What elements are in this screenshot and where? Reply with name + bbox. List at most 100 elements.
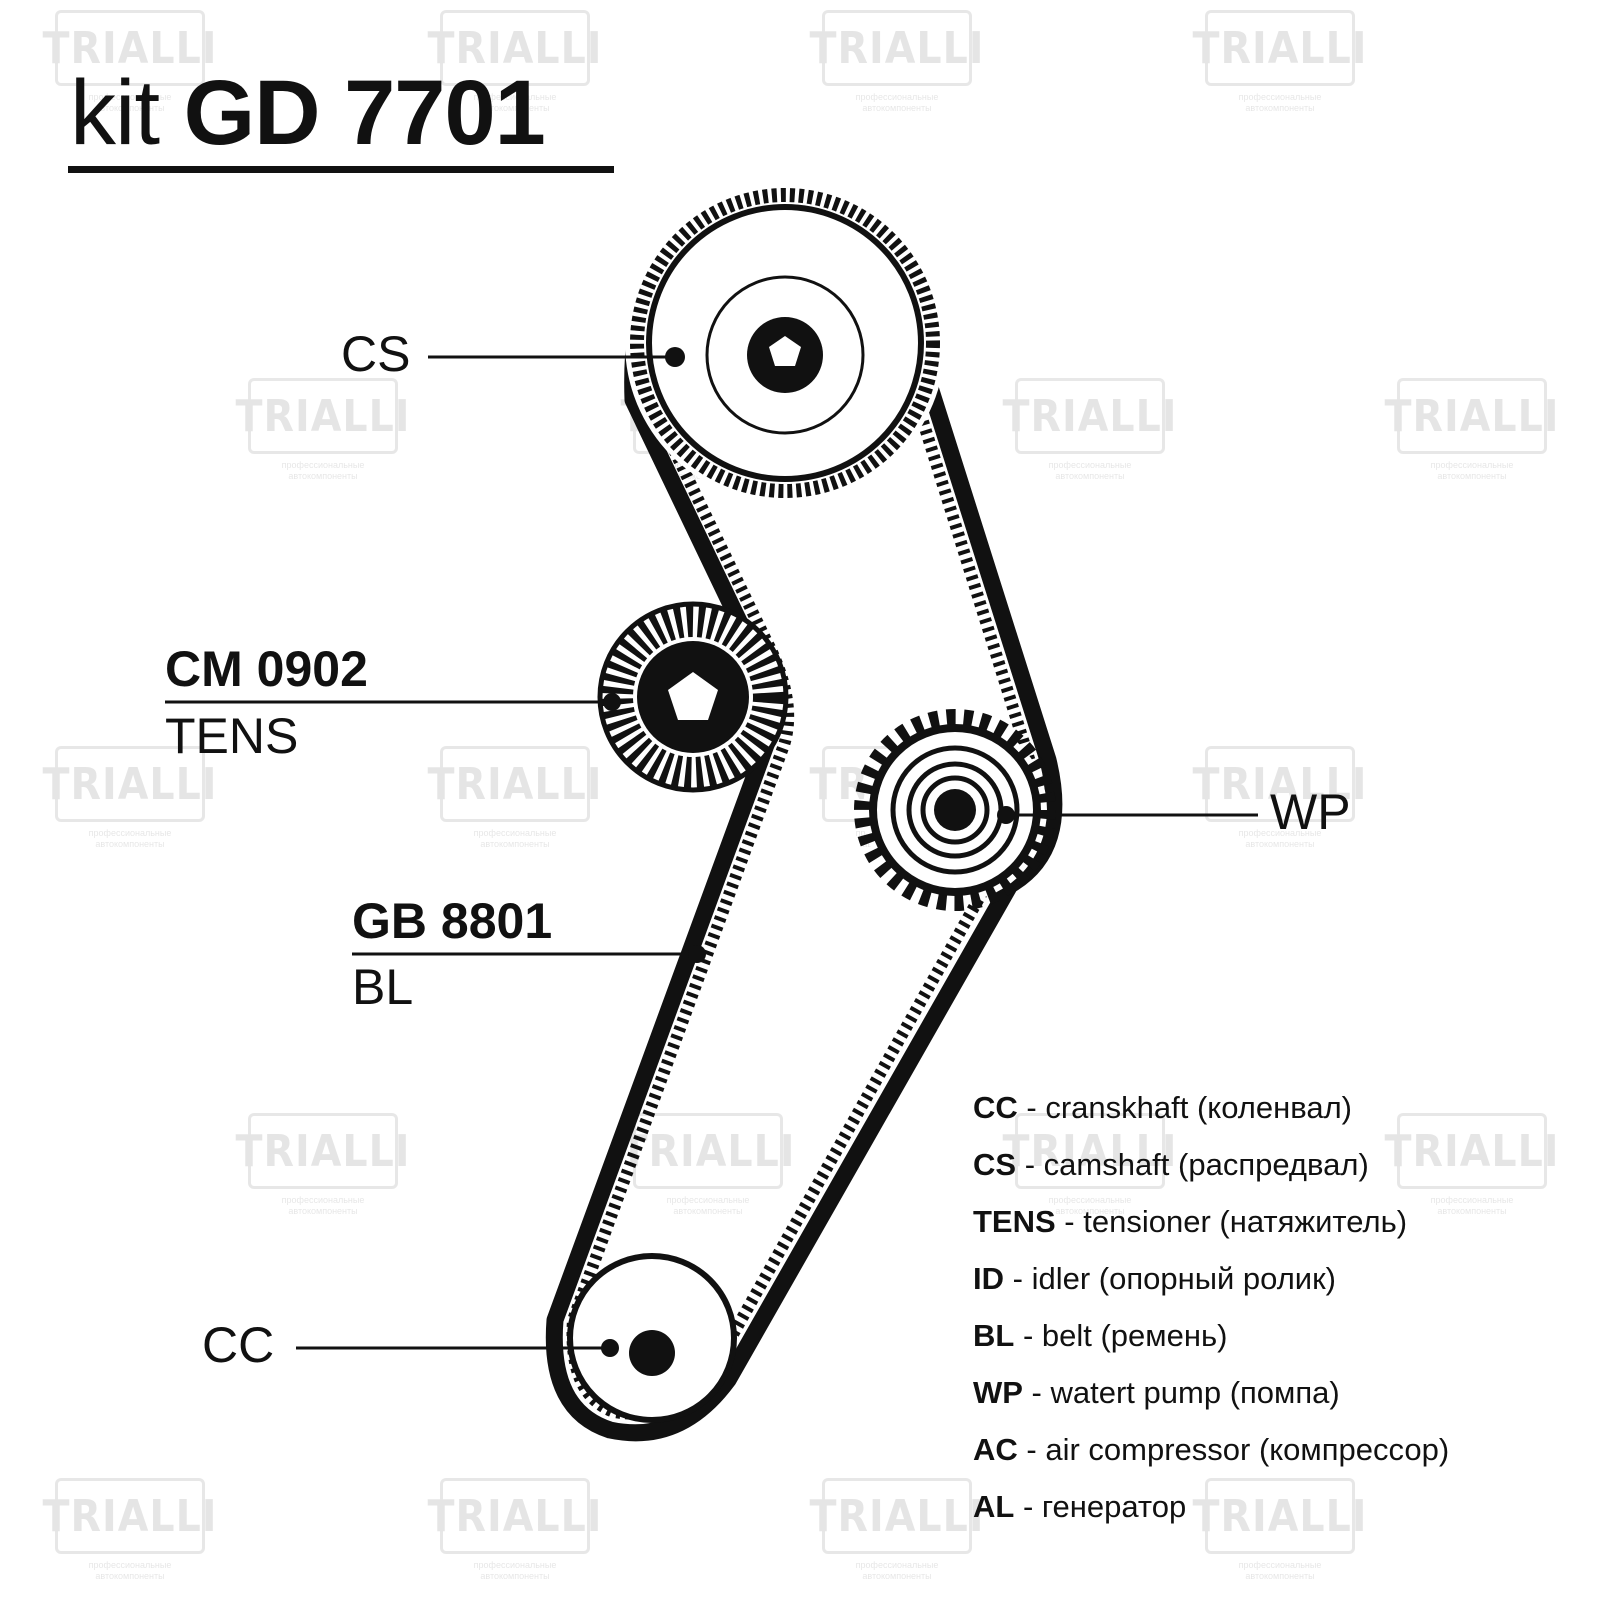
legend-description: генератор — [1041, 1489, 1187, 1524]
watermark-brand: TRIALLI — [810, 10, 984, 86]
belt-dot — [688, 945, 706, 963]
watermark-brand: TRIALLI — [1385, 378, 1559, 454]
watermark-logo: TRIALLI профессиональные автокомпоненты — [428, 10, 602, 114]
watermark-logo: TRIALLI профессиональные автокомпоненты — [810, 10, 984, 114]
label-wp: WP — [1270, 784, 1351, 840]
watermark-logo: TRIALLI профессиональные автокомпоненты — [1193, 1478, 1367, 1582]
watermark-brand: TRIALLI — [1003, 378, 1177, 454]
watermark-logo: TRIALLI профессиональные автокомпоненты — [43, 10, 217, 114]
watermark-brand: TRIALLI — [1003, 1113, 1177, 1189]
cc-dot — [601, 1339, 619, 1357]
watermark-brand: TRIALLI — [43, 746, 217, 822]
title-prefix: kit — [70, 62, 160, 164]
watermark-tagline: профессиональные автокомпоненты — [666, 1195, 750, 1216]
watermark-brand: TRIALLI — [428, 746, 602, 822]
legend-item: BL - belt (ремень) — [973, 1318, 1228, 1353]
tensioner-pulley — [597, 601, 789, 793]
tens-dot — [603, 693, 621, 711]
watermark-brand: TRIALLI — [236, 378, 410, 454]
watermark-logo: TRIALLI профессиональные автокомпоненты — [621, 1113, 795, 1217]
label-tensioner-part-number: CM 0902 — [165, 641, 368, 697]
watermark-logo: TRIALLI профессиональные автокомпоненты — [428, 1478, 602, 1582]
watermark-tagline: профессиональные автокомпоненты — [88, 92, 172, 113]
watermark-tagline: профессиональные автокомпоненты — [473, 92, 557, 113]
camshaft-pulley — [625, 183, 945, 503]
legend-description: idler (опорный ролик) — [1031, 1261, 1337, 1296]
legend-code: ID — [973, 1261, 1004, 1296]
legend-description: camshaft (распредвал) — [1043, 1147, 1369, 1182]
watermark-tagline: профессиональные автокомпоненты — [1238, 92, 1322, 113]
watermark-tagline: профессиональные автокомпоненты — [281, 460, 365, 481]
title-kit-code: GD 7701 — [183, 62, 546, 164]
legend-description: watert pump (помпа) — [1050, 1375, 1340, 1410]
legend-item: CS - camshaft (распредвал) — [973, 1147, 1369, 1182]
legend-item: AL - генератор — [973, 1489, 1187, 1524]
watermark-tagline: профессиональные автокомпоненты — [88, 828, 172, 849]
watermark-logo: TRIALLI профессиональные автокомпоненты — [1193, 746, 1367, 850]
watermark-logo: TRIALLI профессиональные автокомпоненты — [428, 746, 602, 850]
watermark-brand: TRIALLI — [1193, 1478, 1367, 1554]
watermark-tagline: профессиональные автокомпоненты — [855, 1560, 939, 1581]
watermark-brand: TRIALLI — [236, 1113, 410, 1189]
cs-dot — [665, 347, 685, 367]
watermark-logo: TRIALLI профессиональные автокомпоненты — [1003, 378, 1177, 482]
watermark-tagline: профессиональные автокомпоненты — [1238, 1560, 1322, 1581]
label-belt-part-number: GB 8801 — [352, 893, 553, 949]
watermark-tagline: профессиональные автокомпоненты — [1430, 1195, 1514, 1216]
watermark-tagline: профессиональные автокомпоненты — [88, 1560, 172, 1581]
watermark-tagline: профессиональные автокомпоненты — [1238, 828, 1322, 849]
watermark-logo: TRIALLI профессиональные автокомпоненты — [43, 1478, 217, 1582]
watermark-logo: TRIALLI профессиональные автокомпоненты — [810, 1478, 984, 1582]
watermark-tagline: профессиональные автокомпоненты — [473, 1560, 557, 1581]
watermark-logo: TRIALLI профессиональные автокомпоненты — [236, 378, 410, 482]
wp-dot — [997, 806, 1015, 824]
pointer-dots — [601, 347, 1015, 1357]
watermark-brand: TRIALLI — [43, 1478, 217, 1554]
label-cc: CC — [202, 1317, 275, 1373]
watermark-tagline: профессиональные автокомпоненты — [855, 92, 939, 113]
label-bl: BL — [352, 959, 414, 1015]
watermark-tagline: профессиональные автокомпоненты — [473, 828, 557, 849]
label-cs: CS — [341, 326, 411, 382]
legend-code: AC — [973, 1432, 1018, 1467]
legend-description: tensioner (натяжитель) — [1083, 1204, 1408, 1239]
watermark-logo: TRIALLI профессиональные автокомпоненты — [1385, 1113, 1559, 1217]
page-title: kit GD 7701 — [70, 58, 546, 168]
legend-item: CC - cranskhaft (коленвал) — [973, 1090, 1352, 1125]
legend-description: air compressor (компрессор) — [1045, 1432, 1450, 1467]
abbreviation-legend: CC - cranskhaft (коленвал) CS - camshaft… — [973, 1088, 1449, 1544]
watermark-tagline: профессиональные автокомпоненты — [281, 1195, 365, 1216]
legend-item: TENS - tensioner (натяжитель) — [973, 1204, 1408, 1239]
watermark-brand: TRIALLI — [810, 1478, 984, 1554]
legend-code: TENS — [973, 1204, 1056, 1239]
watermark-brand: TRIALLI — [428, 1478, 602, 1554]
watermark-tagline: профессиональные автокомпоненты — [1048, 1195, 1132, 1216]
watermark-brand: TRIALLI — [428, 10, 602, 86]
watermark-brand: TRIALLI — [1193, 746, 1367, 822]
watermark-logo: TRIALLI профессиональные автокомпоненты — [236, 1113, 410, 1217]
legend-description: cranskhaft (коленвал) — [1045, 1090, 1352, 1125]
label-tens: TENS — [165, 708, 299, 764]
legend-code: WP — [973, 1375, 1023, 1410]
watermark-logo: TRIALLI профессиональные автокомпоненты — [1003, 1113, 1177, 1217]
legend-code: BL — [973, 1318, 1015, 1353]
leader-lines — [165, 355, 1258, 1350]
watermark-logo: TRIALLI профессиональные автокомпоненты — [1193, 10, 1367, 114]
legend-item: ID - idler (опорный ролик) — [973, 1261, 1337, 1296]
crankshaft-pulley — [567, 1253, 737, 1423]
legend-code: CC — [973, 1090, 1018, 1125]
title-underline — [68, 166, 614, 173]
legend-code: AL — [973, 1489, 1015, 1524]
watermark-logo: TRIALLI профессиональные автокомпоненты — [43, 746, 217, 850]
water-pump-pulley — [854, 709, 1056, 911]
watermark-brand: TRIALLI — [43, 10, 217, 86]
watermark-brand: TRIALLI — [1385, 1113, 1559, 1189]
watermark-brand: TRIALLI — [1193, 10, 1367, 86]
watermark-brand: TRIALLI — [621, 1113, 795, 1189]
watermark-tagline: профессиональные автокомпоненты — [1048, 460, 1132, 481]
legend-description: belt (ремень) — [1041, 1318, 1228, 1353]
legend-item: WP - watert pump (помпа) — [973, 1375, 1340, 1410]
legend-item: AC - air compressor (компрессор) — [973, 1432, 1450, 1467]
